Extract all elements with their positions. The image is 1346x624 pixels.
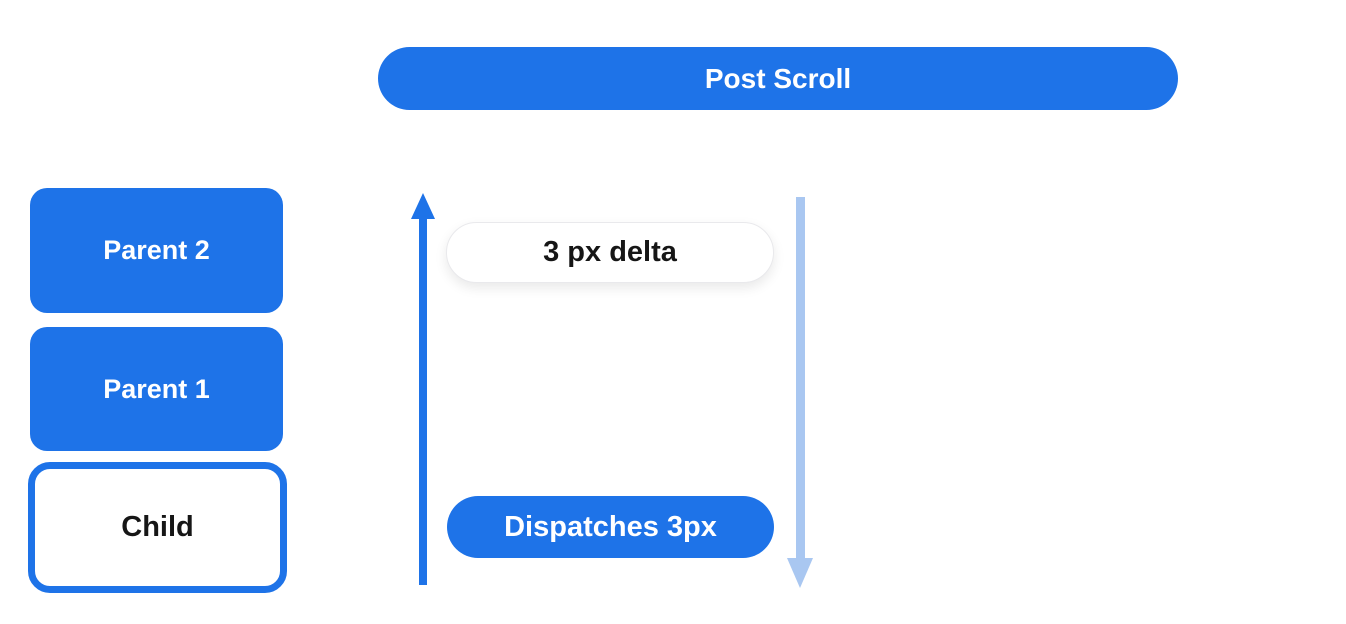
up-arrow-shaft <box>419 217 427 585</box>
parent-2-label: Parent 2 <box>103 235 210 265</box>
child-label: Child <box>121 511 194 543</box>
dispatches-pill: Dispatches 3px <box>447 496 774 558</box>
parent-1-box: Parent 1 <box>30 327 283 451</box>
child-box: Child <box>28 462 287 593</box>
up-arrow-head <box>411 193 435 219</box>
parent-2-box: Parent 2 <box>30 188 283 313</box>
down-arrow-shaft <box>796 197 805 558</box>
dispatches-pill-label: Dispatches 3px <box>504 510 717 543</box>
post-scroll-pill: Post Scroll <box>378 47 1178 110</box>
parent-1-label: Parent 1 <box>103 373 210 404</box>
down-arrow-head <box>787 558 813 588</box>
post-scroll-label: Post Scroll <box>704 62 852 94</box>
delta-pill-label: 3 px delta <box>543 236 677 268</box>
delta-pill: 3 px delta <box>446 222 774 283</box>
